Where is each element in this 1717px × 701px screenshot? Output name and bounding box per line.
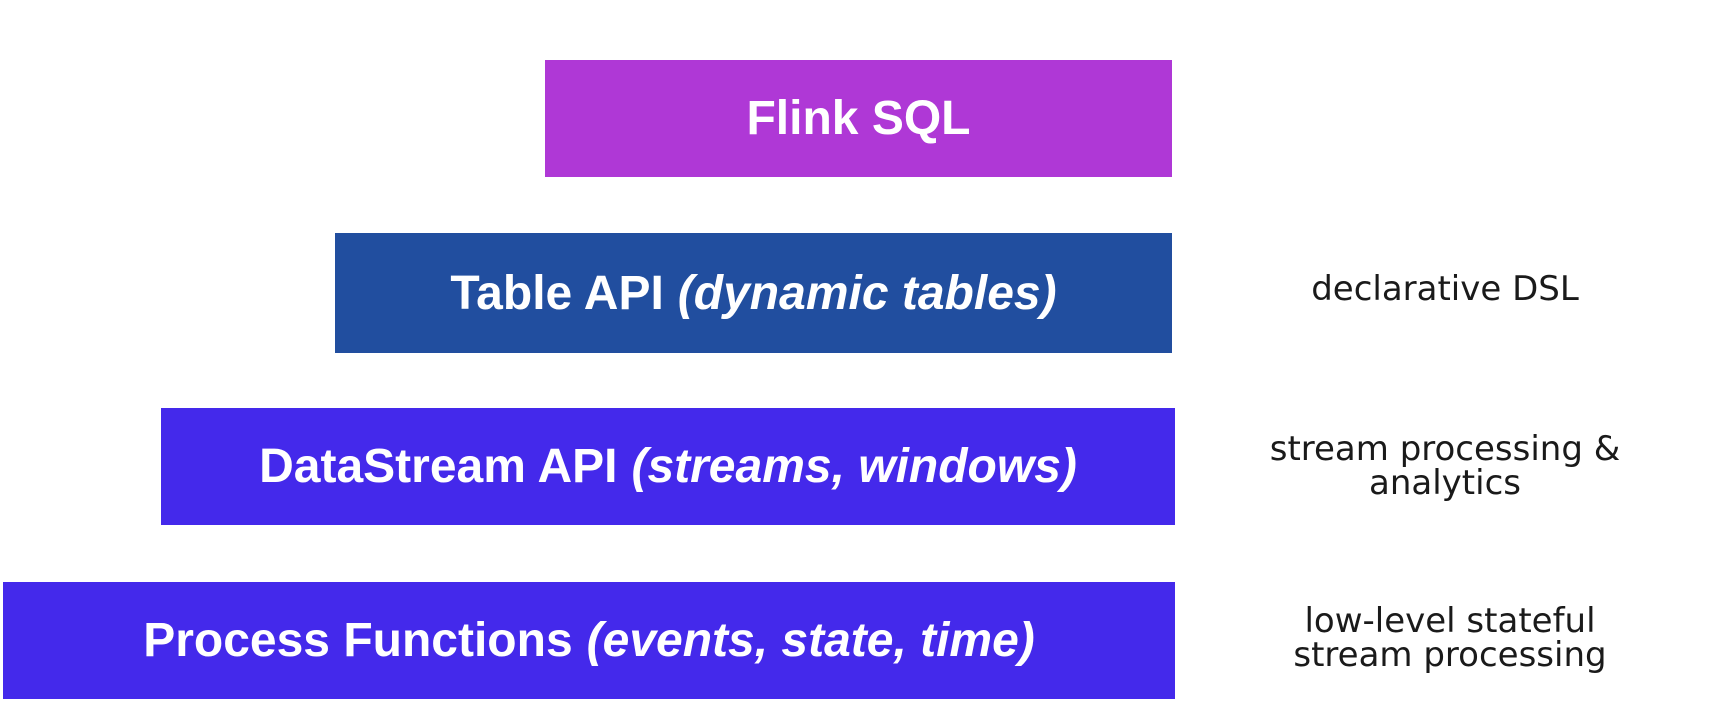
description-process-functions: low-level stateful stream processing (1255, 604, 1645, 672)
description-process-functions-line-1: low-level stateful (1304, 601, 1596, 641)
description-process-functions-line-2: stream processing (1293, 635, 1607, 675)
layer-process-functions-label: Process Functions (143, 614, 573, 667)
layer-flink-sql-label: Flink SQL (746, 92, 971, 145)
layer-datastream-api-label: DataStream API (259, 440, 618, 493)
description-datastream-api-line-2: analytics (1369, 463, 1521, 503)
layer-process-functions: Process Functions (events, state, time) (3, 582, 1175, 699)
description-table-api: declarative DSL (1260, 272, 1630, 306)
description-table-api-line-1: declarative DSL (1311, 269, 1579, 309)
layer-datastream-api: DataStream API (streams, windows) (161, 408, 1175, 525)
layer-table-api-detail: (dynamic tables) (677, 266, 1057, 320)
layer-table-api-label: Table API (450, 266, 664, 320)
layer-flink-sql: Flink SQL (545, 60, 1172, 177)
description-datastream-api-line-1: stream processing & (1269, 429, 1621, 469)
layer-table-api: Table API (dynamic tables) (335, 233, 1172, 353)
description-datastream-api: stream processing & analytics (1235, 432, 1655, 500)
layer-process-functions-detail: (events, state, time) (586, 614, 1035, 667)
layer-datastream-api-detail: (streams, windows) (631, 440, 1077, 493)
